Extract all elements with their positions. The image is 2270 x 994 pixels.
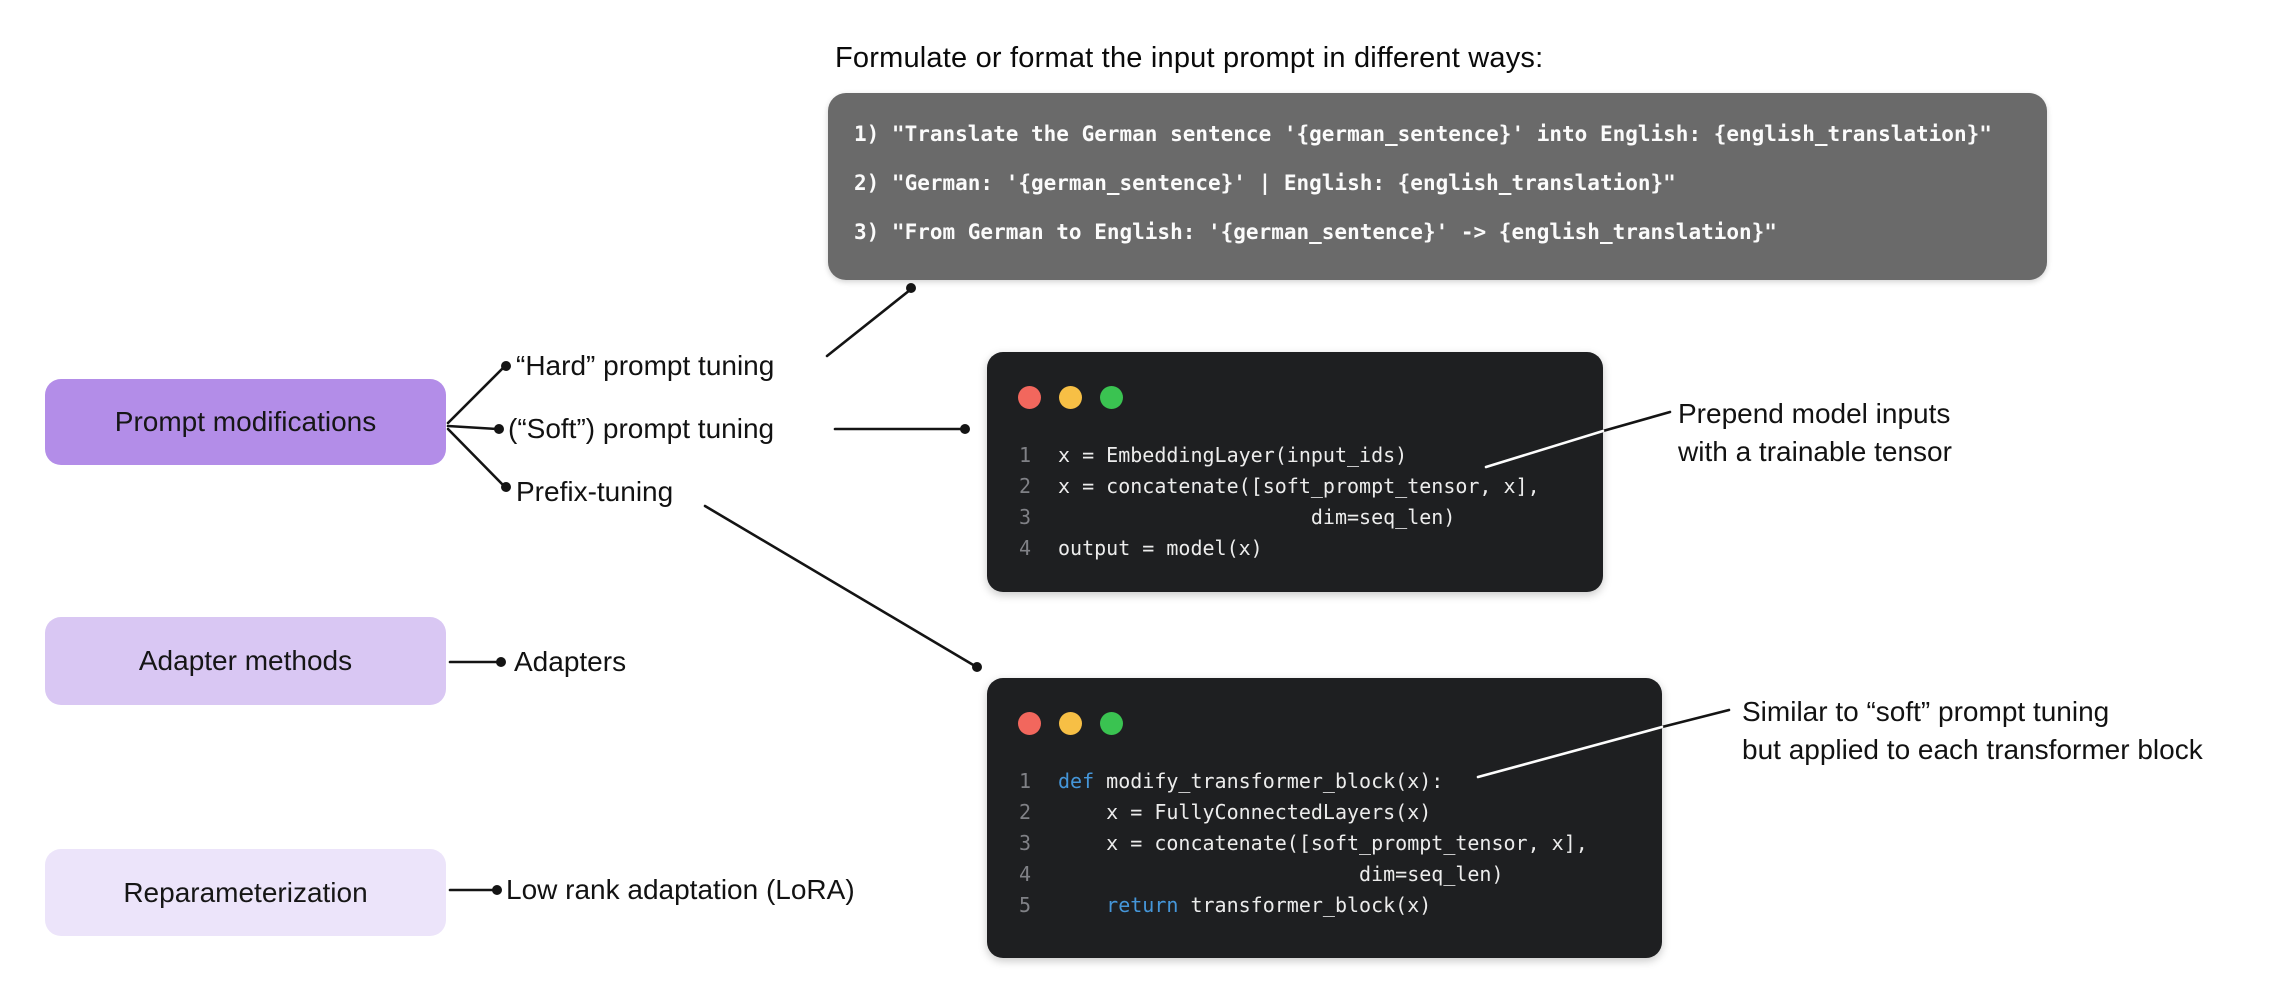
line-hard-to-promptbox — [825, 288, 912, 358]
line-number: 3 — [1018, 830, 1031, 855]
code-line: 4 output = model(x) — [987, 532, 1603, 563]
code-line: 5 return transformer_block(x) — [987, 889, 1662, 920]
annotation-soft-prompt-tuning: Prepend model inputs with a trainable te… — [1678, 395, 1952, 471]
code-line: 4 dim=seq_len) — [987, 858, 1662, 889]
prompt-formats-box: 1) "Translate the German sentence '{germ… — [828, 93, 2047, 280]
code-text: x = EmbeddingLayer(input_ids) — [1058, 442, 1408, 467]
annotation-line: Prepend model inputs — [1678, 398, 1951, 429]
dot-promptbox-end — [906, 283, 916, 293]
fan-line-soft — [446, 424, 499, 431]
code-line: 1 x = EmbeddingLayer(input_ids) — [987, 439, 1603, 470]
code-window-soft-prompt: 1 x = EmbeddingLayer(input_ids) 2 x = co… — [987, 352, 1603, 592]
line-number: 5 — [1018, 892, 1031, 917]
code-line: 2 x = concatenate([soft_prompt_tensor, x… — [987, 470, 1603, 501]
category-label: Reparameterization — [123, 876, 368, 908]
code-text: x = concatenate([soft_prompt_tensor, x], — [1058, 473, 1540, 498]
line-ann1-outside — [1601, 410, 1672, 433]
category-prompt-modifications: Prompt modifications — [45, 379, 446, 465]
bullet-lora — [492, 885, 502, 895]
line-number: 1 — [1018, 442, 1031, 467]
code-lines: 1 x = EmbeddingLayer(input_ids) 2 x = co… — [987, 439, 1603, 563]
bullet-prefix — [501, 482, 511, 492]
annotation-line: with a trainable tensor — [1678, 436, 1952, 467]
zoom-icon — [1100, 712, 1123, 735]
line-prefix-to-code2 — [703, 504, 977, 668]
code-text: dim=seq_len) — [1058, 861, 1504, 886]
keyword-return: return — [1106, 892, 1179, 917]
code-lines: 1 def modify_transformer_block(x): 2 x =… — [987, 765, 1662, 920]
bullet-soft — [494, 424, 504, 434]
line-number: 1 — [1018, 768, 1031, 793]
bullet-adapters — [496, 657, 506, 667]
category-label: Adapter methods — [138, 645, 353, 676]
dot-code1-end — [960, 424, 970, 434]
line-ann2-outside — [1660, 708, 1731, 729]
code-text: def modify_transformer_block(x): — [1058, 768, 1444, 793]
code-window-prefix-tuning: 1 def modify_transformer_block(x): 2 x =… — [987, 678, 1662, 958]
code-line: 3 x = concatenate([soft_prompt_tensor, x… — [987, 827, 1662, 858]
dot-code2-end — [972, 662, 982, 672]
bullet-hard — [501, 361, 511, 371]
page-title: Formulate or format the input prompt in … — [835, 42, 1544, 74]
keyword-def: def — [1058, 768, 1095, 793]
category-label: Prompt modifications — [114, 406, 377, 437]
annotation-line: but applied to each transformer block — [1742, 734, 2203, 765]
method-adapters: Adapters — [514, 646, 627, 677]
line-number: 2 — [1018, 799, 1031, 824]
annotation-line: Similar to “soft” prompt tuning — [1742, 696, 2110, 727]
method-hard-prompt-tuning: “Hard” prompt tuning — [516, 350, 775, 381]
code-line: 1 def modify_transformer_block(x): — [987, 765, 1662, 796]
code-line: 3 dim=seq_len) — [987, 501, 1603, 532]
minimize-icon — [1059, 712, 1082, 735]
minimize-icon — [1059, 386, 1082, 409]
fan-line-hard — [446, 365, 506, 425]
code-text: output = model(x) — [1058, 535, 1263, 560]
method-lora: Low rank adaptation (LoRA) — [506, 874, 855, 905]
category-reparameterization: Reparameterization — [45, 849, 446, 936]
line-number: 4 — [1018, 861, 1031, 886]
annotation-prefix-tuning: Similar to “soft” prompt tuning but appl… — [1742, 693, 2203, 769]
code-line: 2 x = FullyConnectedLayers(x) — [987, 796, 1662, 827]
prompt-format-2: 2) "German: '{german_sentence}' | Englis… — [854, 171, 1676, 195]
fan-line-prefix — [446, 427, 506, 488]
prompt-format-3: 3) "From German to English: '{german_sen… — [854, 220, 1777, 244]
window-controls — [1018, 386, 1141, 409]
close-icon — [1018, 386, 1041, 409]
window-controls — [1018, 712, 1141, 735]
code-text: x = concatenate([soft_prompt_tensor, x], — [1058, 830, 1588, 855]
line-number: 4 — [1018, 535, 1031, 560]
zoom-icon — [1100, 386, 1123, 409]
prompt-format-1: 1) "Translate the German sentence '{germ… — [854, 122, 1992, 146]
close-icon — [1018, 712, 1041, 735]
code-text: x = FullyConnectedLayers(x) — [1058, 799, 1432, 824]
method-prefix-tuning: Prefix-tuning — [516, 476, 674, 507]
code-text: dim=seq_len) — [1058, 504, 1456, 529]
code-text: return transformer_block(x) — [1106, 892, 1432, 917]
line-number: 2 — [1018, 473, 1031, 498]
category-adapter-methods: Adapter methods — [45, 617, 446, 705]
method-soft-prompt-tuning: (“Soft”) prompt tuning — [508, 413, 775, 444]
line-number: 3 — [1018, 504, 1031, 529]
